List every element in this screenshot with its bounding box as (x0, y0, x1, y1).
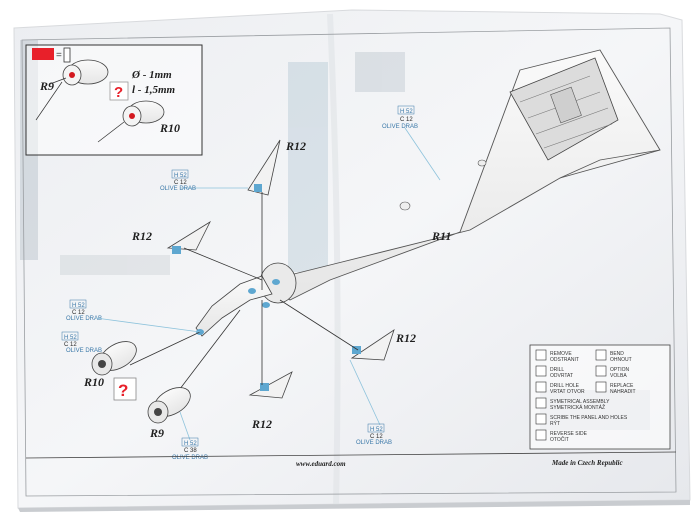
missile-body-r11: R11 (267, 49, 661, 301)
svg-text:SCRIBE THE PANEL AND HOLES: SCRIBE THE PANEL AND HOLES (550, 415, 628, 421)
svg-text:H 52: H 52 (72, 303, 85, 309)
assembly-lines (129, 192, 359, 403)
inset-label-r9: R9 (39, 79, 54, 93)
detail-inset: = Ø - 1mm l - 1,5mm R9 ? R10 (25, 44, 203, 156)
missile-tail-section (195, 262, 297, 337)
svg-text:C 12: C 12 (370, 434, 383, 440)
question-box (109, 81, 129, 101)
question-mark-main: ? (118, 381, 128, 400)
svg-text:OHNOUT: OHNOUT (610, 357, 632, 363)
svg-text:ODVRTAT: ODVRTAT (550, 373, 573, 379)
print-frame (21, 27, 677, 497)
svg-text:OLIVE DRAB: OLIVE DRAB (66, 316, 102, 322)
legend-drill: DRILL ODVRTAT (535, 365, 573, 379)
fin-r12-right: R12 (350, 329, 416, 361)
label-r12-bottom: R12 (251, 417, 272, 431)
svg-text:C 12: C 12 (64, 342, 77, 348)
svg-text:C 12: C 12 (174, 180, 187, 186)
fin-r12-top: R12 (247, 139, 306, 196)
legend-replace: REPLACE NAHRADIT (595, 381, 636, 395)
svg-text:DRILL: DRILL (550, 367, 564, 373)
legend-drill-hole: DRILL HOLE VRTAT OTVOR (535, 381, 585, 395)
footer-rule (25, 451, 677, 459)
svg-text:OPTION: OPTION (610, 367, 630, 373)
svg-text:OLIVE DRAB: OLIVE DRAB (160, 186, 196, 192)
drill-bit-icon (63, 47, 71, 63)
label-r12-left: R12 (131, 229, 152, 243)
part-r9: R9 (147, 387, 191, 440)
svg-text:RÝT: RÝT (550, 420, 560, 427)
svg-text:OLIVE DRAB: OLIVE DRAB (172, 455, 208, 461)
svg-text:REPLACE: REPLACE (610, 383, 634, 389)
paper-edge-shadow (18, 500, 690, 512)
svg-text:H 52: H 52 (370, 427, 383, 433)
svg-text:C 38: C 38 (184, 448, 197, 454)
svg-text:REVERSE SIDE: REVERSE SIDE (550, 431, 588, 437)
svg-text:BEND: BEND (610, 351, 624, 357)
fin-r12-bottom: R12 (248, 371, 293, 431)
label-r12-top: R12 (285, 139, 306, 153)
legend-option: OPTION VOLBA (595, 365, 630, 379)
dimension-length: l - 1,5mm (132, 84, 176, 96)
svg-text:REMOVE: REMOVE (550, 351, 572, 357)
svg-text:C 12: C 12 (400, 117, 413, 123)
label-r9: R9 (149, 426, 164, 440)
svg-text:OLIVE DRAB: OLIVE DRAB (66, 348, 102, 354)
paper-fold-shadow (327, 13, 341, 506)
red-marker (32, 48, 54, 60)
svg-text:ODSTRANIT: ODSTRANIT (550, 357, 579, 363)
footer-website: www.eduard.com (296, 460, 346, 468)
legend-remove: REMOVE ODSTRANIT (535, 349, 579, 363)
label-r10: R10 (83, 375, 104, 389)
svg-text:SYMETRICKÁ MONTÁŽ: SYMETRICKÁ MONTÁŽ (550, 403, 605, 411)
legend-scribe: SCRIBE THE PANEL AND HOLES RÝT (535, 413, 628, 427)
inset-label-r10: R10 (159, 121, 180, 135)
question-mark: ? (114, 84, 123, 101)
paint-callout-top: H 52 C 12 OLIVE DRAB (160, 169, 248, 192)
label-r12-right: R12 (395, 331, 416, 345)
svg-text:H 52: H 52 (184, 441, 197, 447)
footer-made-in: Made in Czech Republic (551, 459, 623, 467)
svg-text:H 52: H 52 (400, 109, 413, 115)
svg-text:H 52: H 52 (64, 335, 77, 341)
paint-callout-bottom: H 52 C 38 OLIVE DRAB (172, 411, 208, 461)
paint-callout-bottom-right: H 52 C 12 OLIVE DRAB (349, 359, 392, 446)
symbol-legend: REMOVE ODSTRANIT BEND OHNOUT DRILL ODVRT… (529, 344, 671, 450)
question-frame (113, 377, 137, 401)
svg-text:DRILL HOLE: DRILL HOLE (550, 383, 580, 389)
legend-symmetrical: SYMETRICAL ASSEMBLY SYMETRICKÁ MONTÁŽ (535, 397, 610, 411)
svg-text:VRTAT OTVOR: VRTAT OTVOR (550, 389, 585, 395)
fin-r12-left: R12 (131, 220, 211, 254)
svg-text:OTOČIT: OTOČIT (550, 436, 569, 443)
paint-callout-left-2: H 52 C 12 OLIVE DRAB (61, 331, 102, 354)
part-r10: R10 (83, 341, 137, 389)
svg-text:C 12: C 12 (72, 310, 85, 316)
legend-reverse: REVERSE SIDE OTOČIT (535, 429, 588, 443)
svg-text:OLIVE DRAB: OLIVE DRAB (356, 440, 392, 446)
svg-text:VOLBA: VOLBA (610, 373, 627, 379)
label-r11: R11 (431, 229, 451, 243)
dimension-diameter: Ø - 1mm (131, 69, 172, 81)
paint-callout-fuselage: H 52 C 12 OLIVE DRAB (382, 105, 441, 181)
paint-callout-left: H 52 C 12 OLIVE DRAB (66, 299, 201, 333)
svg-text:NAHRADIT: NAHRADIT (610, 389, 636, 395)
svg-text:OLIVE DRAB: OLIVE DRAB (382, 124, 418, 130)
equals-sign: = (56, 50, 62, 61)
svg-text:SYMETRICAL ASSEMBLY: SYMETRICAL ASSEMBLY (550, 399, 610, 405)
legend-bend: BEND OHNOUT (595, 349, 632, 363)
svg-text:H 52: H 52 (174, 173, 187, 179)
